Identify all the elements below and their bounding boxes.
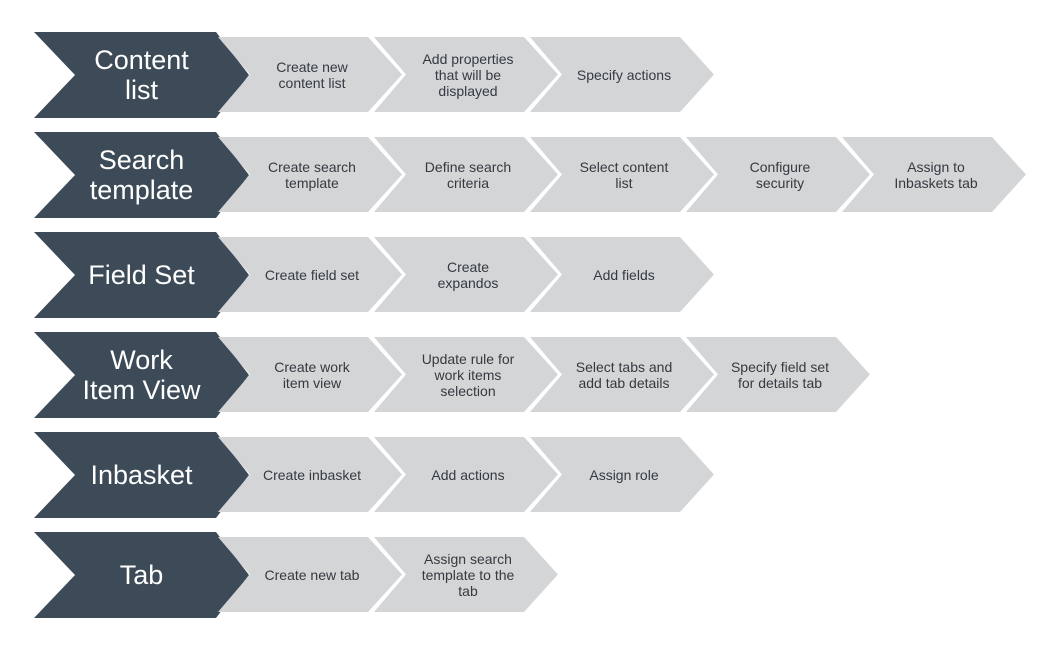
step-label: Select tabs and add tab details	[575, 358, 673, 391]
step-label: Update rule for work items selection	[421, 350, 515, 399]
row-title-label: Content list	[94, 45, 189, 105]
step-label: Select content list	[579, 158, 669, 191]
process-row: Work Item View Create work item view Updat…	[0, 332, 1062, 418]
step-label: Create search template	[268, 158, 356, 191]
process-row: Content list Create new content list Add p…	[0, 32, 1062, 118]
step-label: Configure security	[749, 158, 811, 191]
process-row: Search template Create search template Def…	[0, 132, 1062, 218]
step-label: Create expandos	[437, 258, 499, 291]
step-label: Assign role	[589, 466, 659, 483]
process-row: Field Set Create field set Create expandos…	[0, 232, 1062, 318]
step-label: Assign to Inbaskets tab	[894, 158, 978, 191]
row-title-label: Search template	[89, 145, 194, 205]
step-label: Add actions	[431, 466, 505, 483]
step-label: Create work item view	[274, 358, 350, 391]
step-label: Add fields	[593, 266, 655, 283]
step-label: Create inbasket	[262, 466, 362, 483]
row-title-label: Inbasket	[90, 460, 193, 490]
process-row: Tab Create new tab Assign search template …	[0, 532, 1062, 618]
step-label: Specify field set for details tab	[730, 358, 830, 391]
step-label: Define search criteria	[424, 158, 512, 191]
step-label: Create field set	[264, 266, 360, 283]
step-label: Specify actions	[576, 66, 672, 83]
row-title-label: Work Item View	[82, 345, 201, 405]
row-title-label: Field Set	[88, 260, 195, 290]
row-title-chevron: Content list	[34, 32, 249, 118]
row-title-chevron: Inbasket	[34, 432, 249, 518]
row-title-label: Tab	[119, 560, 164, 590]
step-label: Assign search template to the tab	[421, 550, 515, 599]
step-label: Create new content list	[276, 58, 348, 91]
row-title-chevron: Tab	[34, 532, 249, 618]
step-label: Add properties that will be displayed	[422, 50, 514, 99]
step-chevron: Select tabs and add tab details	[530, 337, 714, 412]
row-title-chevron: Search template	[34, 132, 249, 218]
step-label: Create new tab	[264, 566, 360, 583]
row-title-chevron: Work Item View	[34, 332, 249, 418]
row-title-chevron: Field Set	[34, 232, 249, 318]
process-row: Inbasket Create inbasket Add actions Assign…	[0, 432, 1062, 518]
